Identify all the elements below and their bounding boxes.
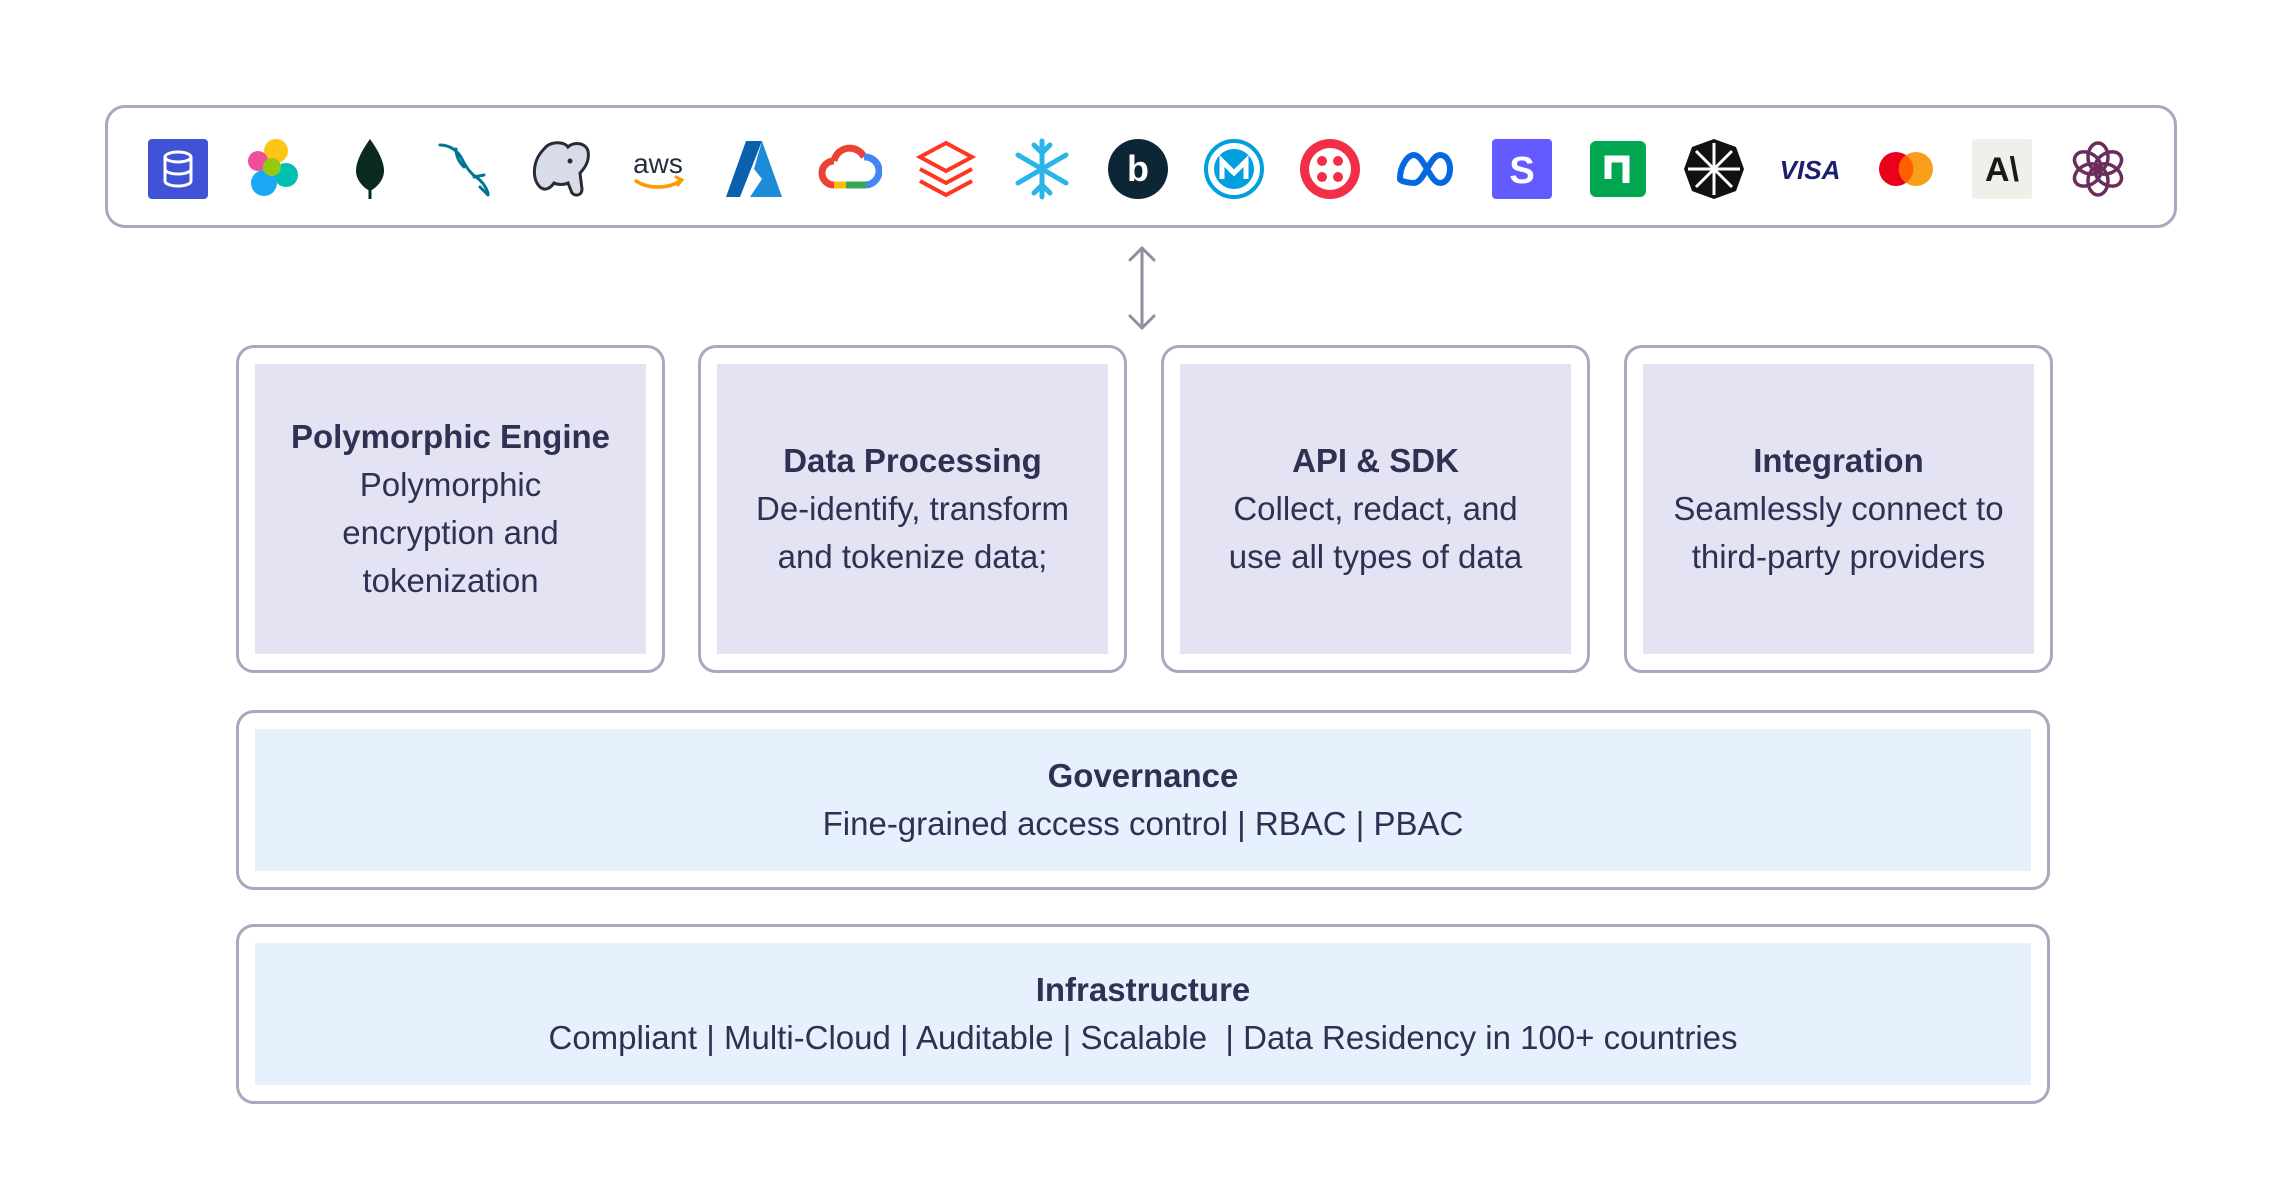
databricks-icon	[914, 137, 978, 201]
card-title: Polymorphic Engine	[290, 418, 611, 455]
bidirectional-arrow	[1124, 244, 1160, 332]
google-cloud-icon	[818, 137, 882, 201]
card-desc-line: Seamlessly connect to	[1673, 490, 2004, 527]
card-title: Data Processing	[783, 442, 1042, 479]
stripe-wordmark: S	[1509, 150, 1534, 192]
card-title: Integration	[1753, 442, 1924, 479]
card-desc-line: Polymorphic	[359, 466, 542, 503]
governance-title: Governance	[1047, 757, 1239, 794]
mysql-icon	[434, 137, 498, 201]
visa-icon: VISA	[1778, 137, 1842, 201]
visa-wordmark: VISA	[1780, 155, 1841, 185]
governance-band: Governance Fine-grained access control |…	[236, 710, 2050, 890]
bubble-wordmark: b	[1127, 148, 1149, 189]
card-desc-line: and tokenize data;	[777, 538, 1048, 575]
card-title: API & SDK	[1292, 442, 1459, 479]
card-polymorphic-engine: Polymorphic Engine Polymorphic encryptio…	[236, 345, 665, 673]
governance-desc: Fine-grained access control | RBAC | PBA…	[822, 805, 1464, 842]
card-api-sdk: API & SDK Collect, redact, and use all t…	[1161, 345, 1590, 673]
card-desc-line: Collect, redact, and	[1233, 490, 1518, 527]
checkout-icon	[1586, 137, 1650, 201]
infrastructure-band: Infrastructure Compliant | Multi-Cloud |…	[236, 924, 2050, 1104]
meta-icon	[1394, 137, 1458, 201]
plaid-icon	[1682, 137, 1746, 201]
infrastructure-desc: Compliant | Multi-Cloud | Auditable | Sc…	[548, 1019, 1738, 1056]
twilio-icon	[1298, 137, 1362, 201]
elastic-icon	[242, 137, 306, 201]
snowflake-icon	[1010, 137, 1074, 201]
stripe-icon: S	[1490, 137, 1554, 201]
mongodb-icon	[338, 137, 402, 201]
azure-icon	[722, 137, 786, 201]
aws-icon: aws	[626, 137, 690, 201]
card-desc-line: De-identify, transform	[756, 490, 1069, 527]
bubble-icon: b	[1106, 137, 1170, 201]
mastercard-icon	[1874, 137, 1938, 201]
card-desc-line: tokenization	[362, 562, 539, 599]
card-desc-line: use all types of data	[1228, 538, 1523, 575]
card-data-processing: Data Processing De-identify, transform a…	[698, 345, 1127, 673]
card-desc-line: encryption and	[342, 514, 559, 551]
postgresql-icon	[530, 137, 594, 201]
anthropic-wordmark: A\	[1985, 151, 2020, 189]
card-integration: Integration Seamlessly connect to third-…	[1624, 345, 2053, 673]
aws-wordmark: aws	[633, 148, 683, 179]
openai-icon	[2066, 137, 2130, 201]
mulesoft-icon	[1202, 137, 1266, 201]
card-desc-line: third-party providers	[1691, 538, 1986, 575]
provider-logo-bar: aws b S VISA	[105, 105, 2177, 228]
dynamodb-icon	[146, 137, 210, 201]
infrastructure-title: Infrastructure	[1035, 971, 1251, 1008]
anthropic-icon: A\	[1970, 137, 2034, 201]
